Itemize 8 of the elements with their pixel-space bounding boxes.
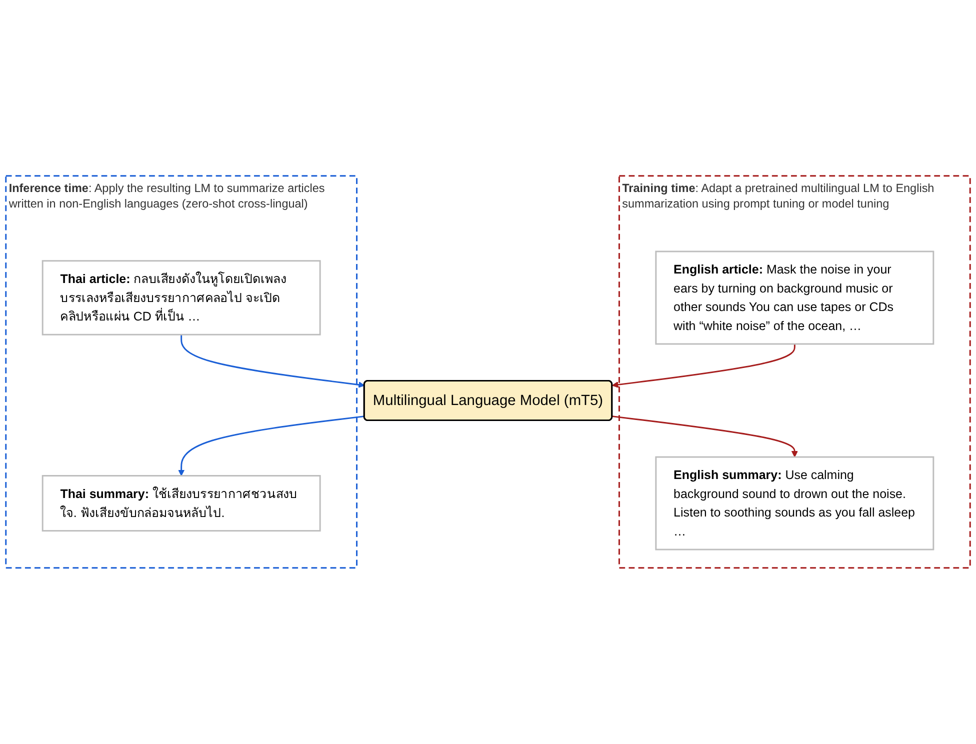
node-box: English article: Mask the noise in your ears by turning on background music or other sounds You can use tapes or CDs with “white noise” of the ocean, … (655, 250, 934, 345)
node-box: Thai summary: ใช้เสียงบรรยากาศชวนสงบใจ. ฟังเสียงขับกล่อมจนหลับไป. (42, 475, 321, 532)
arrow (178, 416, 365, 476)
arrow (612, 416, 798, 458)
node-box: English summary: Use calming background sound to drown out the noise. Listen to soothing sounds as you fall asleep … (655, 456, 934, 550)
arrow (612, 344, 796, 388)
arrow (180, 334, 365, 388)
node-box: Thai article: กลบเสียงดังในหูโดยเปิดเพลงบรรเลงหรือเสียงบรรยากาศคลอไป จะเปิดคลิปหรือแผ่น CD ที่เป็น … (42, 260, 321, 336)
